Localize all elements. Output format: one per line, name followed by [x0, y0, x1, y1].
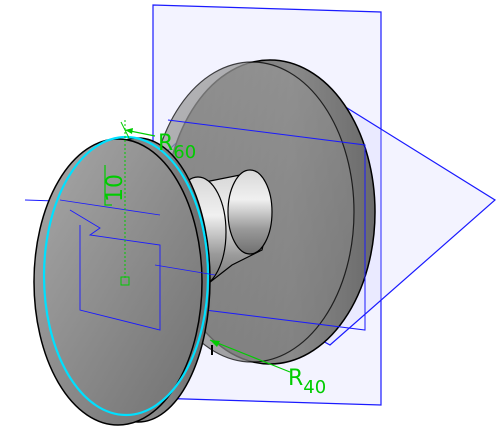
sketch-profile: [167, 119, 366, 331]
dimension-r60[interactable]: R60: [158, 131, 196, 163]
shaft-step[interactable]: [227, 169, 273, 255]
dimension-r40[interactable]: R40: [288, 366, 326, 398]
front-sketch-lines: [69, 209, 161, 331]
origin-marker-icon: [120, 276, 130, 286]
front-sketch-line: [154, 264, 216, 276]
r40-arrow-icon: [210, 340, 220, 347]
r40-leader-line: [209, 339, 291, 373]
front-flange-face[interactable]: [33, 138, 203, 426]
dim-tick-icon: [120, 121, 130, 139]
front-sketch-line: [59, 199, 161, 216]
selected-edge[interactable]: [42, 135, 210, 417]
r60-arrow-icon: [125, 128, 133, 134]
vertical-dim-bracket: [104, 165, 112, 206]
dimension-vertical[interactable]: 10: [103, 174, 128, 202]
